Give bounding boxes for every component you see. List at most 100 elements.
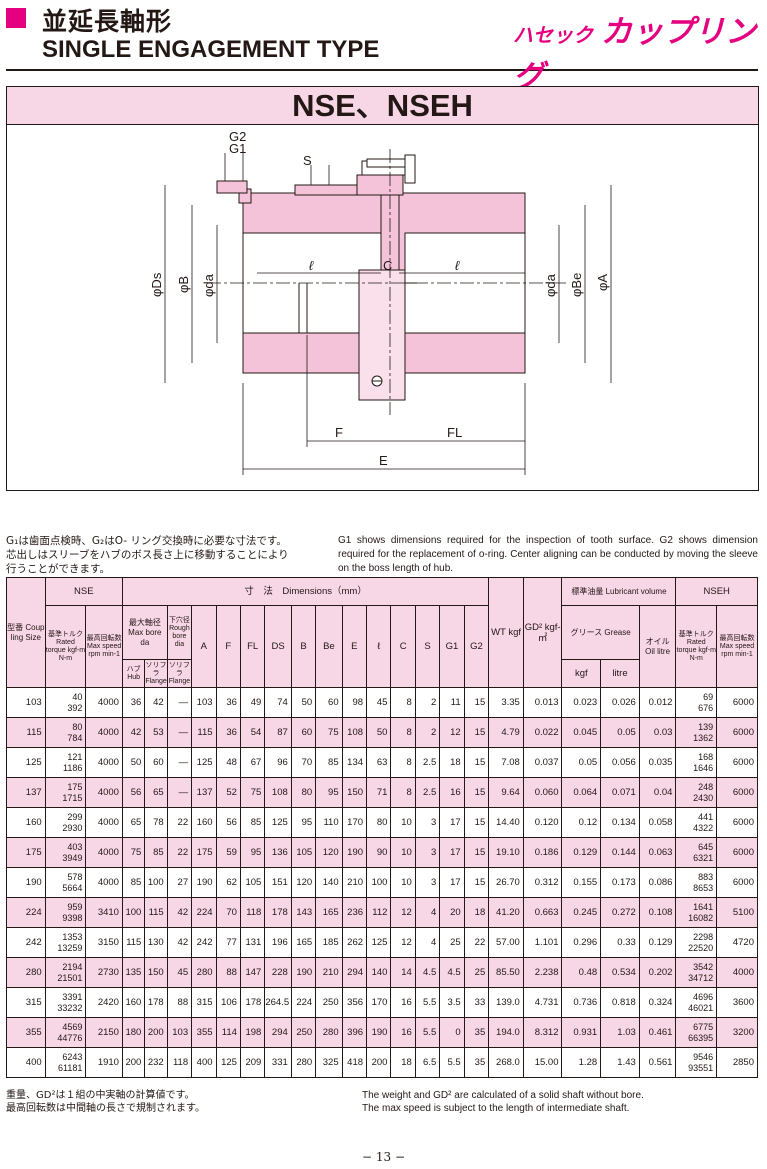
table-cell: 62 xyxy=(215,867,241,898)
table-cell: 0.064 xyxy=(561,777,602,808)
table-cell: 315 xyxy=(6,987,46,1018)
table-cell: 88 xyxy=(215,957,241,988)
table-cell: 0.818 xyxy=(600,987,640,1018)
page-title-jp: 並延長軸形 xyxy=(42,7,173,36)
table-cell: 178 xyxy=(264,897,292,928)
table-cell: 0.173 xyxy=(600,867,640,898)
th-lubricant: 標準油量 Lubricant volume xyxy=(561,577,677,606)
table-cell: 268.0 xyxy=(488,1047,524,1078)
label-l-right: ℓ xyxy=(455,258,460,273)
table-cell: 100 xyxy=(121,897,146,928)
table-cell: 17 xyxy=(439,807,465,838)
table-cell: 106 xyxy=(215,987,241,1018)
table-cell: 103 xyxy=(166,1017,193,1048)
table-cell: 1.28 xyxy=(561,1047,602,1078)
table-cell: 0.022 xyxy=(522,717,563,748)
th-B: B xyxy=(290,605,317,688)
table-cell: 60 xyxy=(144,747,168,778)
table-cell: 170 xyxy=(366,987,392,1018)
table-cell: 134 xyxy=(341,747,368,778)
table-cell: 400 xyxy=(6,1047,46,1078)
footnote-jp: 重量、GD²は１組の中実軸の計算値です。 最高回転数は中間軸の長さで規制されます… xyxy=(6,1089,205,1115)
table-cell: 4000 xyxy=(85,687,123,718)
table-cell: 8.312 xyxy=(522,1017,563,1048)
table-cell: 0.058 xyxy=(638,807,677,838)
th-grease: グリース Grease xyxy=(561,605,640,660)
table-cell: 250 xyxy=(290,1017,317,1048)
table-cell: 1910 xyxy=(85,1047,123,1078)
table-cell: 36 xyxy=(215,687,241,718)
note-jp: G₁は歯面点検時、G₂はO- リング交換時に必要な寸法です。 芯出しはスリーブを… xyxy=(6,534,296,576)
table-cell: 105 xyxy=(290,837,317,868)
table-cell: 22 xyxy=(166,837,193,868)
table-cell: 0.086 xyxy=(638,867,677,898)
table-cell: 4000 xyxy=(85,867,123,898)
table-cell: 115 xyxy=(6,717,46,748)
table-cell: 110 xyxy=(315,807,343,838)
th-G2: G2 xyxy=(463,605,490,688)
table-cell: 0.063 xyxy=(638,837,677,868)
table-cell: 41.20 xyxy=(488,897,524,928)
table-cell: 0.026 xyxy=(600,687,640,718)
table-cell: 0.071 xyxy=(600,777,640,808)
label-b: φB xyxy=(176,276,191,293)
table-cell: 4.731 xyxy=(522,987,563,1018)
table-cell: 185 xyxy=(315,927,343,958)
table-cell: 36 xyxy=(121,687,146,718)
table-cell: 70 xyxy=(290,747,317,778)
table-cell: 4000 xyxy=(85,747,123,778)
th-max-bore: 最大軸径 Max bore da xyxy=(121,605,168,660)
table-cell: 85 xyxy=(121,867,146,898)
table-cell: — xyxy=(166,747,193,778)
table-cell: 15 xyxy=(463,837,490,868)
th-A: A xyxy=(191,605,217,688)
page-title-en: SINGLE ENGAGEMENT TYPE xyxy=(42,36,380,63)
th-speed: 最高回転数 Max speed rpm min-1 xyxy=(85,605,123,688)
table-cell: 280 xyxy=(6,957,46,988)
table-cell: 4 xyxy=(414,927,441,958)
table-cell: 15 xyxy=(463,777,490,808)
table-cell: 35 xyxy=(463,1017,490,1048)
table-cell: 178 xyxy=(144,987,168,1018)
table-cell: 85 xyxy=(144,837,168,868)
table-cell: 0.296 xyxy=(561,927,602,958)
table-cell: 16 xyxy=(439,777,465,808)
table-cell: 0.186 xyxy=(522,837,563,868)
table-cell: 114 xyxy=(215,1017,241,1048)
table-cell: 15 xyxy=(463,867,490,898)
th-grease-litre: litre xyxy=(600,659,640,688)
table-cell: 4000 xyxy=(85,777,123,808)
th-rough-bore: 下穴径 Rough bore dia xyxy=(166,605,193,660)
table-cell: 22 xyxy=(166,807,193,838)
table-cell: 0.736 xyxy=(561,987,602,1018)
table-cell: 262 xyxy=(341,927,368,958)
table-cell: 200 xyxy=(121,1047,146,1078)
table-cell: 210 xyxy=(341,867,368,898)
table-cell: 6000 xyxy=(716,837,758,868)
table-cell: 178 xyxy=(239,987,266,1018)
th-flange: ソリフラ Flange xyxy=(144,659,168,688)
table-cell: 6000 xyxy=(716,807,758,838)
footnote-en: The weight and GD² are calculated of a s… xyxy=(362,1089,644,1115)
table-cell: 20 xyxy=(439,897,465,928)
table-cell: 7.08 xyxy=(488,747,524,778)
table-cell: 88 xyxy=(166,987,193,1018)
th-C: C xyxy=(390,605,416,688)
table-cell: 9.64 xyxy=(488,777,524,808)
table-cell: 59 xyxy=(215,837,241,868)
table-cell: 0.561 xyxy=(638,1047,677,1078)
table-cell: 190 xyxy=(366,1017,392,1048)
label-s: S xyxy=(303,153,312,168)
table-cell: 14.40 xyxy=(488,807,524,838)
table-cell: 125 xyxy=(366,927,392,958)
table-cell: 224 xyxy=(191,897,217,928)
